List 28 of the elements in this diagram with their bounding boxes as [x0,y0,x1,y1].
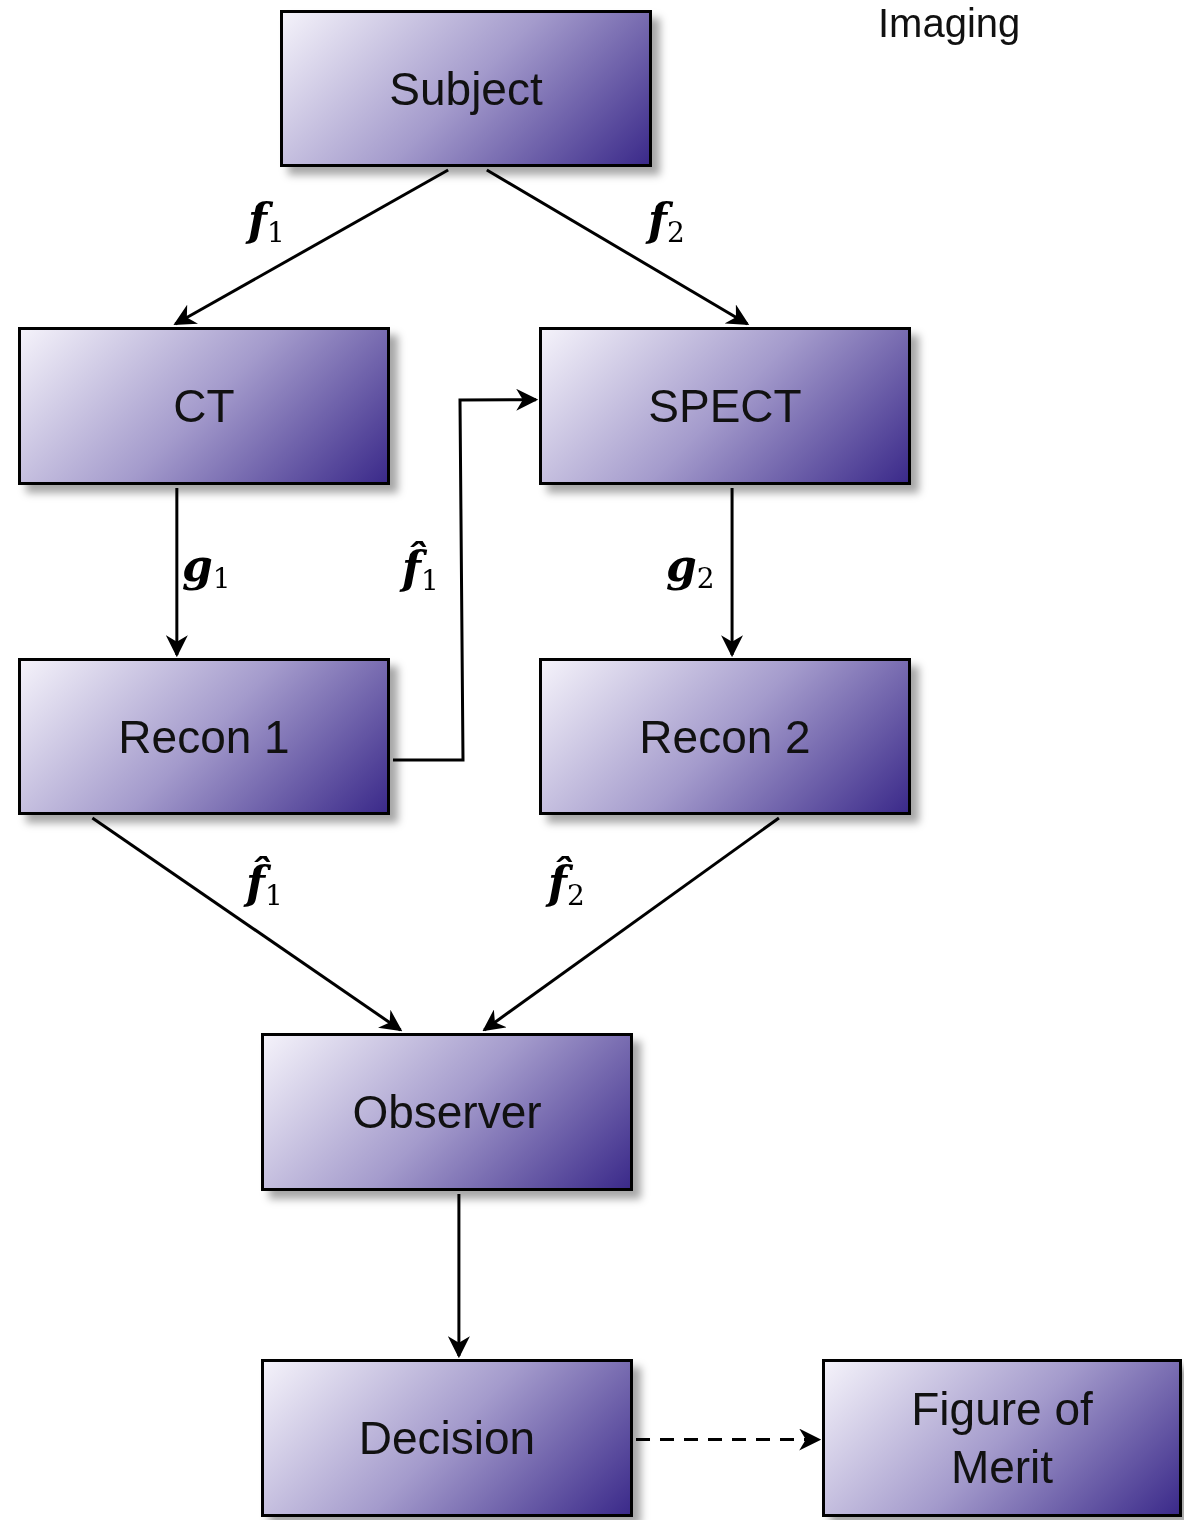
box-label: Decision [358,1411,536,1466]
arrow [447,1194,470,1359]
process-box [539,658,911,815]
box-label: Figure of Merit [910,1382,1094,1495]
arrow [721,488,744,658]
arrow [173,168,449,326]
arrow [165,488,188,658]
process-box [261,1033,633,1191]
process-box [18,658,390,815]
box-label: Subject [389,61,543,117]
arrow [486,168,750,326]
box-label: Observer [352,1085,542,1140]
process-box [539,327,911,485]
process-box [822,1359,1182,1517]
diagram-label: Imaging [878,0,1021,46]
box-label: CT [173,379,235,434]
arrow [393,388,539,762]
arrow [482,816,780,1032]
edge-label: g$_{2}$ [666,539,715,594]
process-box [18,327,390,485]
arrow [91,816,403,1032]
edge-label: g$_{1}$ [182,539,231,594]
box-label: Recon 2 [639,709,811,765]
box-label: SPECT [648,379,802,434]
process-box [261,1359,633,1517]
box-label: Recon 1 [118,709,290,765]
process-box [280,10,652,167]
arrow [636,1428,822,1451]
